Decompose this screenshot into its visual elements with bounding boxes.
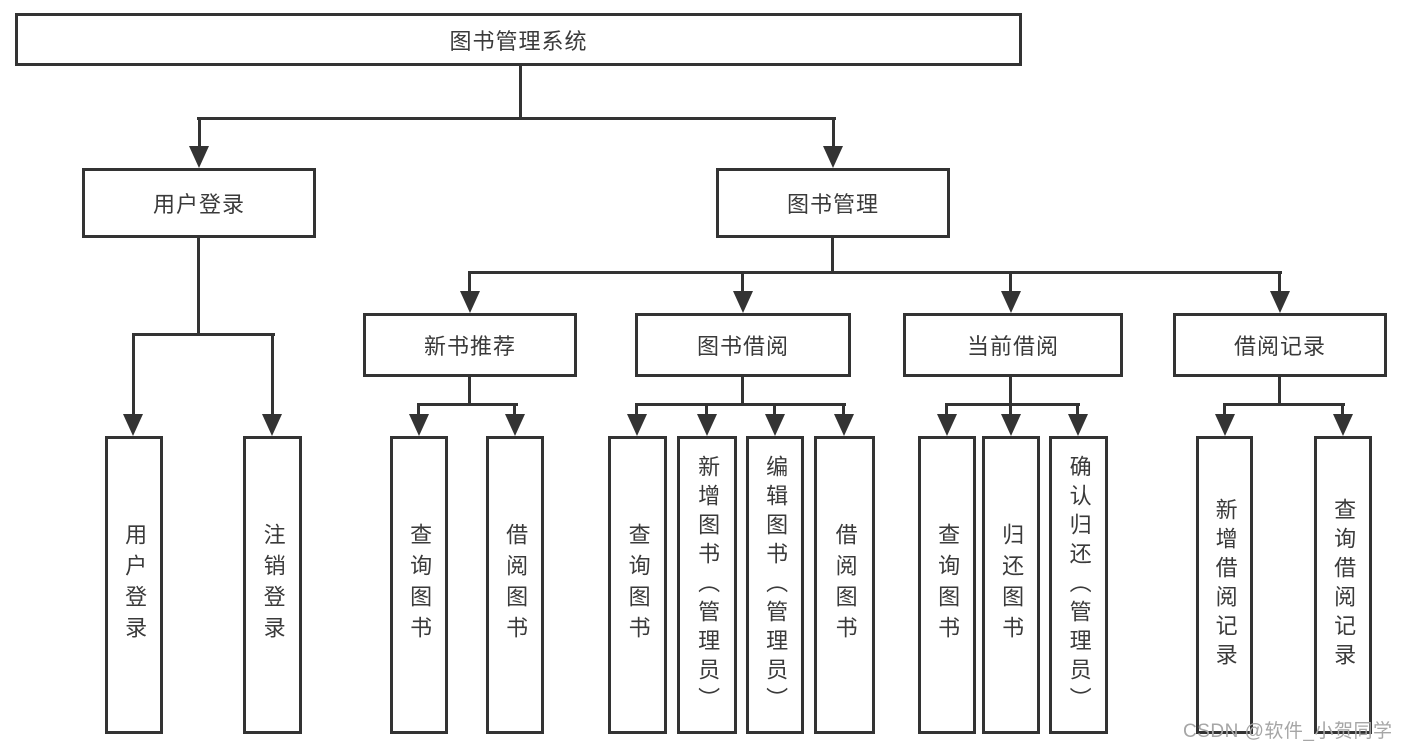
connector-line (132, 333, 135, 418)
arrowhead-down (1333, 414, 1353, 436)
connector-line (1341, 403, 1344, 417)
arrowhead-down (1270, 291, 1290, 313)
connector-line (832, 117, 835, 150)
arrowhead-down (1068, 414, 1088, 436)
leaf-query-borrow-record: 查询借阅记录 (1314, 436, 1372, 734)
arrowhead-down (834, 414, 854, 436)
leaf-borrow-books-borrow: 借阅图书 (814, 436, 875, 734)
connector-line (468, 271, 1282, 274)
connector-line (636, 403, 846, 406)
connector-line (773, 403, 776, 417)
connector-line (741, 375, 744, 405)
connector-line (1009, 375, 1012, 405)
leaf-label: 确认归还（管理员） (1066, 454, 1092, 716)
arrowhead-down (733, 291, 753, 313)
leaf-logout-login: 注销登录 (243, 436, 302, 734)
arrowhead-down (1001, 291, 1021, 313)
node-new-book-recommend: 新书推荐 (363, 313, 577, 377)
connector-line (1278, 271, 1281, 295)
leaf-query-books-current: 查询图书 (918, 436, 976, 734)
leaf-query-books-newrec: 查询图书 (390, 436, 448, 734)
leaf-label: 新增图书（管理员） (695, 454, 721, 716)
connector-line (1009, 271, 1012, 295)
connector-line (519, 64, 522, 119)
leaf-label: 新增借阅记录 (1212, 498, 1238, 672)
leaf-query-books-borrow: 查询图书 (608, 436, 667, 734)
connector-line (1076, 403, 1079, 417)
connector-line (198, 117, 201, 150)
connector-line (635, 403, 638, 417)
arrowhead-down (1215, 414, 1235, 436)
connector-line (945, 403, 948, 417)
node-label: 图书管理系统 (449, 28, 588, 54)
node-label: 借阅记录 (1233, 334, 1326, 359)
leaf-borrow-books-newrec: 借阅图书 (486, 436, 544, 734)
leaf-add-books-admin: 新增图书（管理员） (677, 436, 737, 734)
node-label: 用户登录 (152, 192, 245, 217)
leaf-label: 借阅图书 (832, 523, 858, 647)
leaf-return-books: 归还图书 (982, 436, 1040, 734)
leaf-label: 查询图书 (935, 523, 961, 647)
arrowhead-down (627, 414, 647, 436)
arrowhead-down (697, 414, 717, 436)
leaf-label: 注销登录 (260, 523, 286, 647)
csdn-watermark: CSDN @软件_小贺同学 (1183, 721, 1393, 742)
node-user-login: 用户登录 (82, 168, 316, 238)
leaf-label: 查询图书 (625, 523, 651, 647)
leaf-label: 借阅图书 (503, 523, 529, 647)
connector-line (513, 403, 516, 417)
arrowhead-down (460, 291, 480, 313)
node-book-management: 图书管理 (716, 168, 950, 238)
arrowhead-down (505, 414, 525, 436)
node-label: 图书借阅 (696, 334, 789, 359)
connector-line (946, 403, 1080, 406)
node-book-borrowing: 图书借阅 (635, 313, 851, 377)
arrowhead-down (1001, 414, 1021, 436)
node-library-system: 图书管理系统 (15, 13, 1022, 66)
connector-line (197, 236, 200, 336)
connector-line (197, 117, 836, 120)
leaf-add-borrow-record: 新增借阅记录 (1196, 436, 1253, 734)
arrowhead-down (262, 414, 282, 436)
connector-line (831, 236, 834, 274)
node-borrowing-records: 借阅记录 (1173, 313, 1387, 377)
arrowhead-down (937, 414, 957, 436)
connector-line (1223, 403, 1226, 417)
connector-line (417, 403, 518, 406)
leaf-label: 查询借阅记录 (1331, 498, 1357, 672)
connector-line (1223, 403, 1345, 406)
leaf-label: 用户登录 (122, 523, 148, 647)
node-label: 当前借阅 (966, 334, 1059, 359)
connector-line (417, 403, 420, 417)
connector-line (132, 333, 275, 336)
leaf-edit-books-admin: 编辑图书（管理员） (746, 436, 804, 734)
connector-line (705, 403, 708, 417)
connector-line (741, 271, 744, 295)
arrowhead-down (189, 146, 209, 168)
arrowhead-down (123, 414, 143, 436)
arrowhead-down (409, 414, 429, 436)
arrowhead-down (823, 146, 843, 168)
leaf-label: 归还图书 (999, 523, 1025, 647)
connector-line (842, 403, 845, 417)
node-current-borrowing: 当前借阅 (903, 313, 1123, 377)
node-label: 图书管理 (786, 192, 879, 217)
node-label: 新书推荐 (423, 334, 516, 359)
leaf-label: 查询图书 (407, 523, 433, 647)
leaf-label: 编辑图书（管理员） (763, 454, 789, 716)
connector-line (1278, 375, 1281, 405)
arrowhead-down (765, 414, 785, 436)
connector-line (1009, 403, 1012, 417)
leaf-user-login: 用户登录 (105, 436, 163, 734)
leaf-confirm-return-admin: 确认归还（管理员） (1049, 436, 1108, 734)
connector-line (468, 375, 471, 405)
connector-line (468, 271, 471, 295)
connector-line (271, 333, 274, 418)
